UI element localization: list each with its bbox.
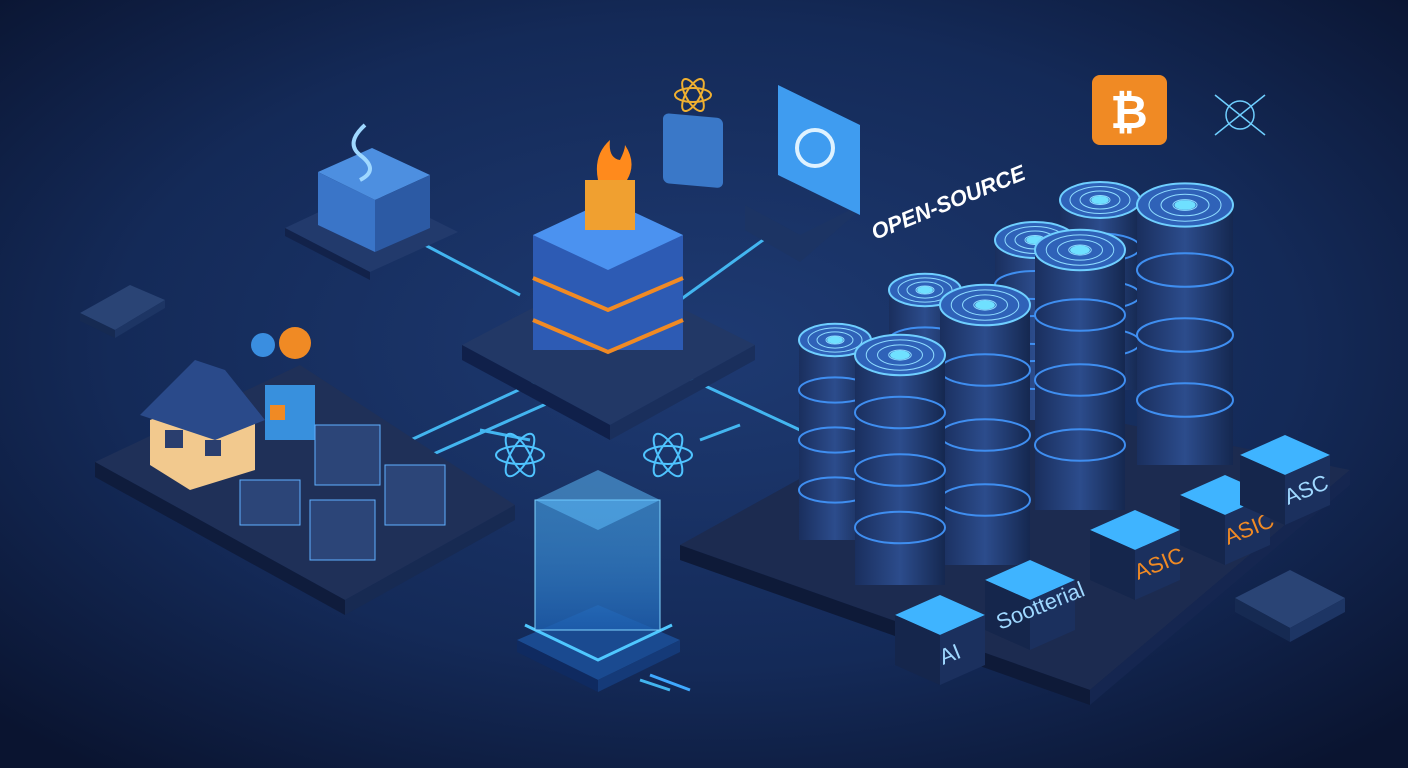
java-icon [351,123,372,182]
house [140,360,265,490]
small-slab-right [1235,570,1345,642]
cooling-cylinder [1034,228,1126,510]
mining-hardware-boxes [239,424,446,561]
atom-icon [495,432,545,478]
atom-icon [643,432,693,478]
encrypted-data-cube [517,470,680,692]
flame-block [585,180,635,230]
android-icon [279,327,311,359]
python-node [285,123,458,280]
home-mining-platform [95,327,515,615]
asic-cylinders [798,181,1234,585]
cooling-cylinder [939,283,1031,565]
target-icon [795,128,835,168]
asic-module: ASC [1240,435,1332,525]
gpu-rig [265,385,315,440]
notification-icon [251,333,275,357]
bitcoin-icon: ₿ [1110,86,1148,138]
asic-module: Sootterial [985,560,1088,650]
asic-module: ASIC [1090,510,1188,600]
flame-icon [596,140,632,180]
circuit-icon [1214,94,1266,136]
target-screen-panel [745,85,860,262]
asic-module: AI [895,595,985,685]
small-slab-left [80,285,165,338]
arrow-icon [649,673,691,692]
react-tile [663,78,723,188]
central-node [462,140,755,440]
cooling-cylinder [854,333,946,585]
bitcoin-tile: ₿ [1092,75,1167,145]
cooling-cylinder [1136,182,1234,465]
